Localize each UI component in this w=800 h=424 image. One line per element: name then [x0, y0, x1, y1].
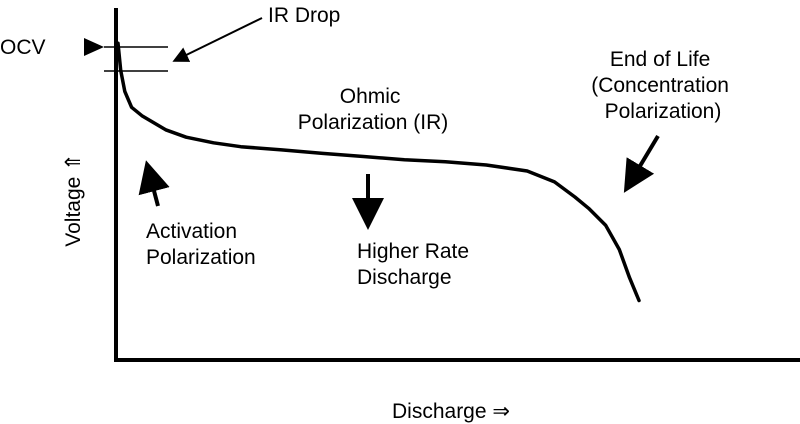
ocv-label: OCV: [0, 36, 46, 59]
end-of-life-arrow: [623, 134, 660, 193]
ohmic-polarization-label: Ohmic Polarization (IR): [298, 85, 449, 134]
end-of-life-label: End of Life (Concentration Polarization): [591, 48, 735, 123]
activation-polarization-label: Activation Polarization: [146, 220, 256, 269]
ir-drop-label: IR Drop: [268, 4, 340, 27]
activation-polarization-arrow: [138, 160, 170, 207]
higher-rate-discharge-label: Higher Rate Discharge: [357, 240, 475, 289]
y-axis-label: Voltage ⇑: [62, 153, 85, 247]
ocv-arrowhead-icon: [84, 38, 104, 56]
discharge-curve-line: [116, 41, 641, 303]
x-axis-label: Discharge ⇒: [392, 400, 510, 423]
ir-drop-pointer-arrow: [172, 17, 263, 62]
